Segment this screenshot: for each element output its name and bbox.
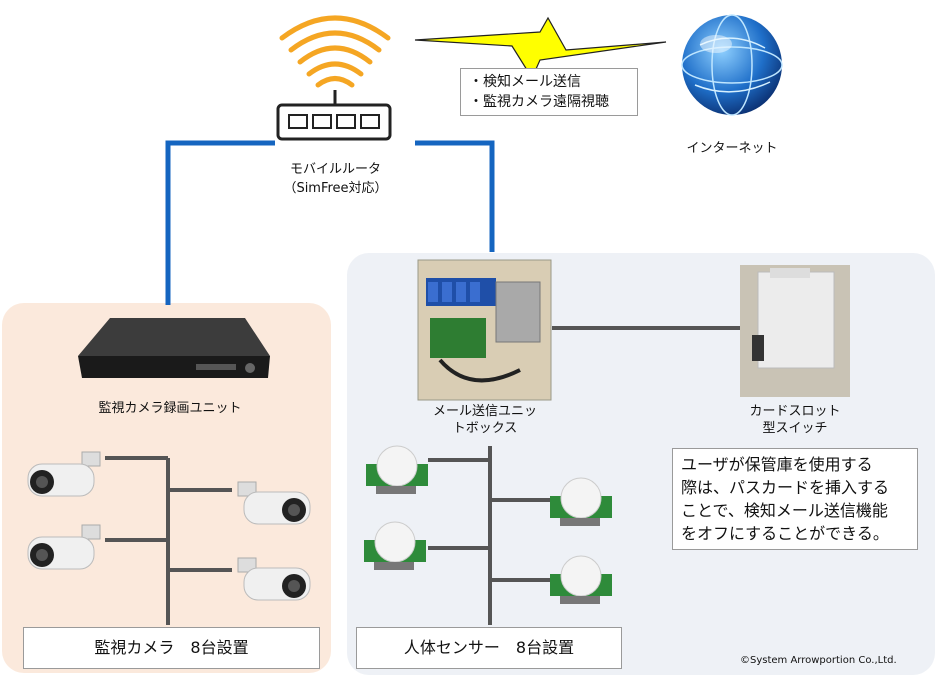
lightning-bolt-icon: [414, 16, 667, 80]
router-label-line2: （SimFree対応）: [283, 181, 388, 196]
usage-description: ユーザが保管庫を使用する 際は、パスカードを挿入する ことで、検知メール送信機能…: [672, 448, 918, 550]
mail-box-label-line1: メール送信ユニッ: [432, 404, 537, 419]
camera-wiring: [105, 456, 232, 625]
router-to-recorder-link: [165, 140, 275, 305]
router-to-mailbox-link: [415, 140, 495, 252]
recorder-label: 監視カメラ録画ユニット: [98, 401, 242, 416]
dvr-recorder-image: [78, 318, 270, 378]
security-camera-icon: [237, 481, 311, 525]
wifi-signal-icon: [279, 15, 391, 88]
copyright-text: ©System Arrowportion Co.,Ltd.: [740, 655, 897, 666]
security-camera-icon: [237, 557, 311, 601]
router-label: モバイルルータ （SimFree対応）: [268, 158, 403, 196]
internet-label: インターネット: [686, 141, 778, 156]
feature-remote-view: ・監視カメラ遠隔視聴: [469, 94, 609, 110]
card-switch-label: カードスロット 型スイッチ: [735, 403, 855, 437]
security-camera-icon: [27, 451, 101, 497]
motion-sensor-icon: [366, 445, 428, 494]
mail-unit-box-image: [417, 259, 552, 401]
router-label-line1: モバイルルータ: [289, 162, 381, 177]
sensor-count-box: 人体センサー 8台設置: [356, 627, 622, 669]
security-camera-icon: [27, 524, 101, 570]
feature-mail-alert: ・検知メール送信: [469, 74, 581, 90]
sensor-wiring: [428, 446, 550, 625]
features-note: ・検知メール送信 ・監視カメラ遠隔視聴: [460, 68, 638, 116]
mail-box-label: メール送信ユニッ トボックス: [410, 403, 560, 437]
mail-box-label-line2: トボックス: [452, 421, 518, 436]
wifi-router-icon: [276, 90, 392, 141]
card-slot-switch-image: [740, 265, 850, 397]
motion-sensor-icon: [550, 477, 612, 526]
globe-icon: [681, 14, 783, 116]
motion-sensor-icon: [364, 521, 426, 570]
card-switch-label-line2: 型スイッチ: [762, 421, 828, 436]
motion-sensor-icon: [550, 555, 612, 604]
card-switch-label-line1: カードスロット: [749, 404, 841, 419]
camera-count-box: 監視カメラ 8台設置: [23, 627, 320, 669]
